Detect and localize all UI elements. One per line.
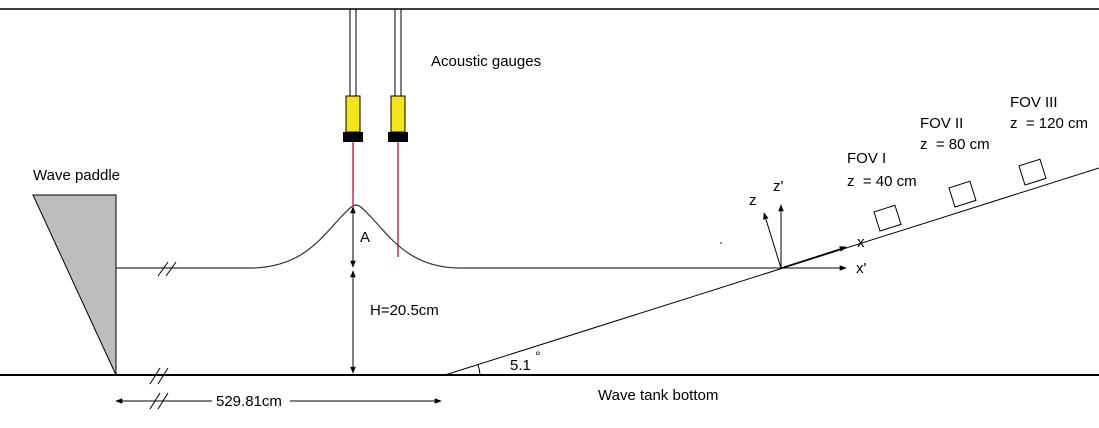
fov-box-1	[873, 204, 902, 232]
axis-x-label: x	[857, 234, 865, 251]
axis-z-label: z	[749, 192, 757, 209]
fov-1-name: FOV I	[847, 150, 886, 167]
beach-slope	[444, 167, 1099, 376]
amplitude-label: A	[360, 229, 370, 246]
axis-z-prime-label: z'	[773, 178, 784, 195]
distance-label: 529.81cm	[216, 393, 282, 410]
axis-x	[780, 246, 847, 269]
depth-label: H=20.5cm	[370, 302, 439, 319]
axis-x-prime-label: x'	[856, 260, 867, 277]
fov-box-3	[1018, 158, 1047, 186]
water-surface	[116, 204, 785, 269]
acoustic-gauge-1	[343, 9, 363, 205]
tank-bottom-label: Wave tank bottom	[598, 387, 718, 404]
fov-3-name: FOV III	[1010, 94, 1058, 111]
fov-1-z: z = 40 cm	[847, 173, 917, 190]
degree-symbol: °	[535, 348, 541, 364]
water-break-mark	[157, 261, 177, 277]
axis-z	[763, 212, 782, 269]
fov-3-z: z = 120 cm	[1010, 115, 1088, 132]
slope-angle-label: 5.1	[510, 357, 531, 374]
acoustic-gauge-2	[388, 9, 408, 257]
wave-paddle-label: Wave paddle	[33, 167, 120, 184]
acoustic-gauges-label: Acoustic gauges	[431, 53, 541, 70]
distance-break-mark	[149, 392, 169, 410]
wave-paddle	[32, 194, 117, 376]
slope-angle-arc	[477, 364, 481, 376]
fov-box-2	[948, 180, 977, 208]
stray-dot	[720, 242, 722, 244]
fov-2-z: z = 80 cm	[920, 136, 990, 153]
fov-2-name: FOV II	[920, 115, 963, 132]
bottom-break-mark	[149, 367, 169, 385]
